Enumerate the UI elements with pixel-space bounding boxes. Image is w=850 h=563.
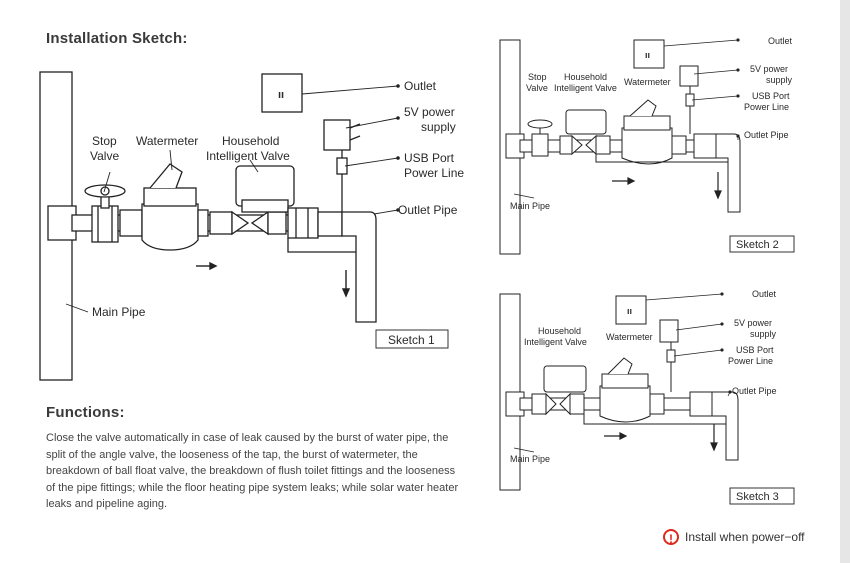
s1-stop-label-1: Stop bbox=[92, 134, 117, 148]
sketch-2-label-box bbox=[729, 235, 795, 253]
sketch-2: ıı bbox=[499, 39, 741, 255]
s2-outlet-label: Outlet bbox=[768, 36, 793, 46]
s2-watermeter-label: Watermeter bbox=[624, 77, 671, 87]
intelligent-valve-2 bbox=[559, 109, 611, 156]
s3-usb-label-1: USB Port bbox=[736, 345, 774, 355]
watermeter-2 bbox=[621, 99, 687, 165]
watermeter-1 bbox=[119, 163, 209, 251]
s3-hiv-label-1: Household bbox=[538, 326, 581, 336]
s1-power-label-2: supply bbox=[421, 120, 456, 134]
s3-watermeter-label: Watermeter bbox=[606, 332, 653, 342]
s3-sketch-label: Sketch 3 bbox=[736, 491, 779, 503]
s2-hiv-label-1: Household bbox=[564, 72, 607, 82]
s3-power-label-1: 5V power bbox=[734, 318, 772, 328]
s3-usb-label-2: Power Line bbox=[728, 356, 773, 366]
s1-outlet-pipe-label: Outlet Pipe bbox=[398, 203, 458, 217]
s1-watermeter-label: Watermeter bbox=[136, 134, 198, 148]
s2-main-pipe-label: Main Pipe bbox=[510, 201, 550, 211]
s3-hiv-label-2: Intelligent Valve bbox=[524, 337, 587, 347]
s1-sketch-label: Sketch 1 bbox=[388, 333, 435, 347]
s1-stop-label-2: Valve bbox=[90, 149, 119, 163]
s2-stop-label-2: Valve bbox=[526, 83, 548, 93]
svg-text:ıı: ıı bbox=[627, 306, 632, 316]
s1-hiv-label-2: Intelligent Valve bbox=[206, 149, 290, 163]
installation-title: Installation Sketch: bbox=[46, 30, 188, 47]
warning-text: Install when power−off bbox=[685, 530, 805, 544]
s2-power-label-2: supply bbox=[766, 75, 793, 85]
stop-valve-2 bbox=[527, 119, 553, 157]
s1-power-label-1: 5V power bbox=[404, 105, 455, 119]
functions-title: Functions: bbox=[46, 404, 125, 421]
sketch-3-label-box bbox=[729, 487, 795, 505]
s1-usb-label-1: USB Port bbox=[404, 151, 455, 165]
s2-stop-label-1: Stop bbox=[528, 72, 547, 82]
power-adapter-2 bbox=[679, 65, 699, 87]
s1-usb-label-2: Power Line bbox=[404, 166, 464, 180]
s2-usb-label-1: USB Port bbox=[752, 91, 790, 101]
s3-power-label-2: supply bbox=[750, 329, 777, 339]
wall-outlet-3 bbox=[615, 295, 647, 325]
usb-plug-3 bbox=[666, 349, 676, 363]
s2-hiv-label-2: Intelligent Valve bbox=[554, 83, 617, 93]
s1-outlet-label: Outlet bbox=[404, 79, 437, 93]
intelligent-valve-1 bbox=[209, 165, 319, 239]
intelligent-valve-3 bbox=[531, 365, 587, 416]
wall-outlet-2 bbox=[633, 39, 665, 69]
power-adapter-3 bbox=[659, 319, 679, 343]
s2-sketch-label: Sketch 2 bbox=[736, 239, 779, 251]
power-off-warning: ! Install when power−off bbox=[663, 529, 805, 546]
s2-outlet-pipe-label: Outlet Pipe bbox=[744, 130, 789, 140]
s3-outlet-pipe-label: Outlet Pipe bbox=[732, 386, 777, 396]
power-adapter-1 bbox=[323, 119, 351, 151]
functions-text: Close the valve automatically in case of… bbox=[46, 432, 459, 510]
wall-outlet-1 bbox=[261, 73, 303, 113]
svg-text:ıı: ıı bbox=[278, 89, 284, 101]
warning-exclamation-icon: ! bbox=[663, 529, 679, 546]
sketch-1: ıı bbox=[39, 71, 377, 381]
watermeter-3 bbox=[599, 357, 665, 423]
s3-outlet-label: Outlet bbox=[752, 289, 777, 299]
sketch-1-label-box bbox=[375, 329, 449, 349]
svg-text:ıı: ıı bbox=[645, 50, 650, 60]
page-scrollbar[interactable] bbox=[840, 0, 850, 563]
s1-main-pipe-label: Main Pipe bbox=[92, 305, 146, 319]
stop-valve-1 bbox=[84, 184, 126, 243]
sketch-3: ıı bbox=[499, 293, 739, 491]
s1-hiv-label-1: Household bbox=[222, 134, 279, 148]
s2-power-label-1: 5V power bbox=[750, 64, 788, 74]
s2-usb-label-2: Power Line bbox=[744, 102, 789, 112]
s3-main-pipe-label: Main Pipe bbox=[510, 454, 550, 464]
